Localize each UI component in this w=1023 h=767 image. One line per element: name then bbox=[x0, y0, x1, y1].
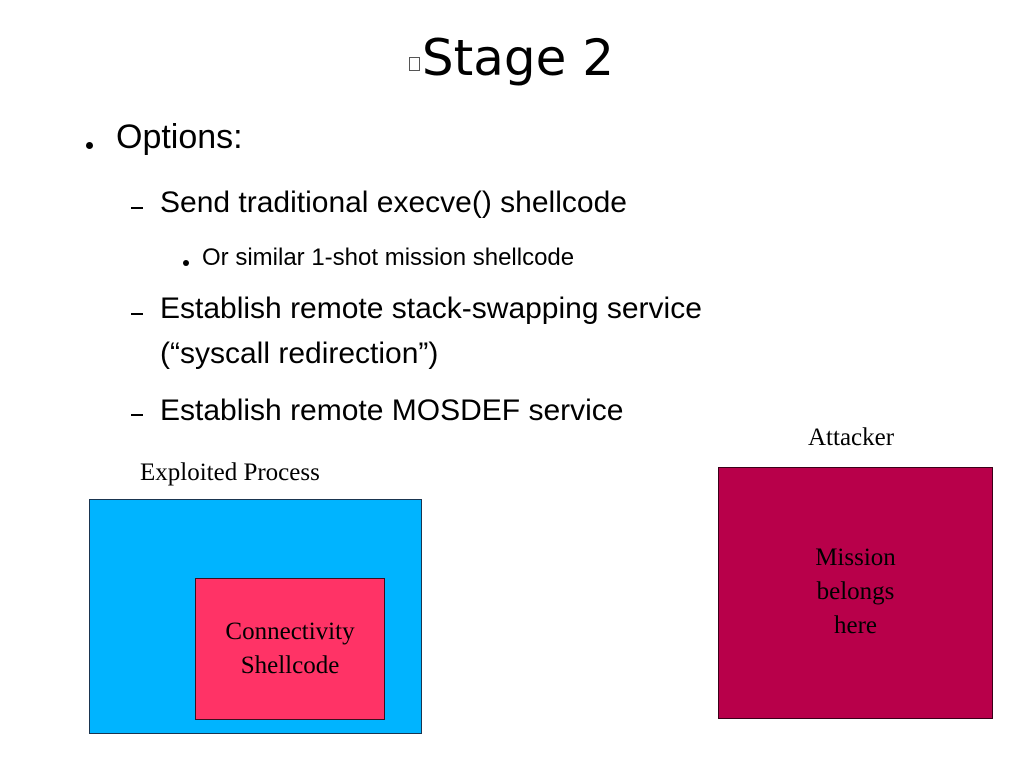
bullet-similar-shellcode: Or similar 1-shot mission shellcode bbox=[202, 244, 575, 271]
bullet-dot-icon bbox=[86, 142, 93, 149]
bullet-options: Options: bbox=[116, 118, 243, 156]
bullet-dot-small-icon bbox=[183, 260, 189, 266]
bullet-stack-swapping-line2: (“syscall redirection”) bbox=[160, 337, 439, 370]
connectivity-shellcode-box: Connectivity Shellcode bbox=[195, 578, 385, 720]
bullet-stack-swapping-line1: Establish remote stack-swapping service bbox=[160, 292, 702, 325]
slide-title: Stage 2 bbox=[0, 28, 1023, 88]
slide-title-text: Stage 2 bbox=[421, 29, 615, 87]
exploited-process-label: Exploited Process bbox=[140, 459, 320, 486]
bullet-send-shellcode: Send traditional execve() shellcode bbox=[160, 186, 627, 219]
mission-belongs-here-text: Mission belongs here bbox=[815, 544, 896, 639]
dash-bullet-icon bbox=[131, 313, 143, 315]
bullet-mosdef-service: Establish remote MOSDEF service bbox=[160, 394, 624, 427]
attacker-box: Mission belongs here bbox=[718, 467, 993, 719]
connectivity-shellcode-text: Connectivity Shellcode bbox=[225, 618, 355, 679]
dash-bullet-icon bbox=[131, 414, 143, 416]
dash-bullet-icon bbox=[131, 207, 143, 209]
attacker-label: Attacker bbox=[808, 424, 895, 451]
missing-glyph-icon bbox=[408, 57, 420, 71]
